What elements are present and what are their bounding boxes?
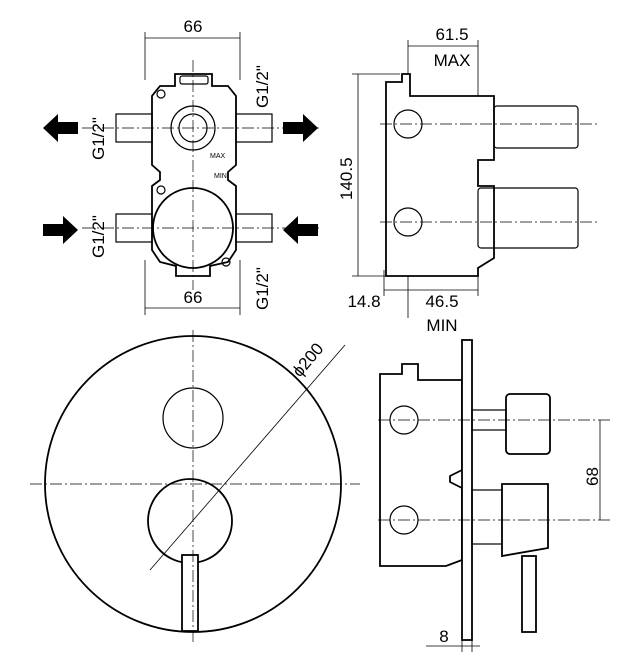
side-height-label: 140.5 (337, 157, 356, 200)
side-depth-min-label: 46.5 (425, 292, 458, 311)
lever-handle (181, 554, 199, 632)
side-view: 61.5 MAX 140.5 14.8 46.5 MIN (337, 25, 600, 335)
arrow-left-inlet-icon (43, 216, 78, 244)
lever-side (521, 555, 537, 633)
front-width-bottom-label: 66 (184, 288, 203, 307)
top-nut (179, 75, 209, 85)
assembly-plate-thickness-label: 8 (439, 627, 448, 646)
arrow-right-inlet-icon (283, 216, 318, 244)
front-max-label: MAX (210, 153, 226, 160)
port-bottom-left-label: G1/2" (89, 215, 108, 258)
port-top-right-label: G1/2" (253, 65, 272, 108)
port-bottom-right-label: G1/2" (253, 267, 272, 310)
mount-hole (156, 185, 166, 195)
valve-body-assembly (379, 363, 463, 567)
handle-base (147, 478, 233, 564)
diverter-hole (162, 387, 224, 449)
side-stem-lower (477, 187, 579, 249)
front-view: 66 66 MAX MIN G1/2" (43, 17, 320, 315)
front-min-label: MIN (214, 173, 227, 180)
side-max-label: MAX (434, 51, 471, 70)
port-top-left-label: G1/2" (89, 117, 108, 160)
valve-body-side (385, 73, 495, 277)
front-width-top-label: 66 (184, 17, 203, 36)
side-offset-label: 14.8 (347, 292, 380, 311)
mount-hole (156, 89, 166, 99)
assembly-view: 68 8 (378, 339, 610, 652)
side-stem-upper (493, 105, 579, 149)
assembly-spacing-label: 68 (583, 467, 602, 486)
plate-diameter-label: ϕ200 (289, 339, 328, 380)
diverter-knob (505, 393, 551, 455)
handle-sleeve (471, 489, 503, 545)
mount-hole (221, 257, 231, 267)
side-depth-max-label: 61.5 (435, 25, 468, 44)
plate-section (461, 339, 473, 641)
arrow-left-outlet-icon (43, 114, 78, 142)
arrow-right-outlet-icon (283, 114, 318, 142)
side-min-label: MIN (426, 316, 457, 335)
plate-view: ϕ200 (30, 330, 360, 645)
